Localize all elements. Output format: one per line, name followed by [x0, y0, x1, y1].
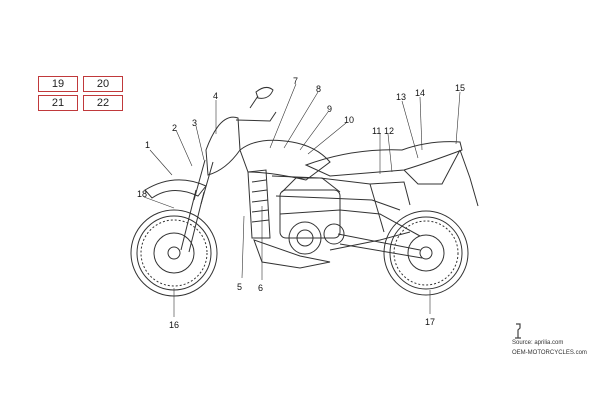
source-text: Source: aprilia.com [512, 340, 564, 346]
legend-box-19: 19 [38, 76, 78, 92]
callout-18: 18 [137, 189, 148, 199]
callout-7: 7 [293, 76, 299, 86]
legend-box-22: 22 [83, 95, 123, 111]
callout-1: 1 [145, 140, 151, 150]
site-text: OEM-MOTORCYCLES.com [512, 350, 587, 356]
callout-16: 16 [169, 320, 180, 330]
callout-14: 14 [415, 88, 426, 98]
callout-6: 6 [258, 283, 264, 293]
callout-15: 15 [455, 83, 466, 93]
callout-4: 4 [213, 91, 219, 101]
front-wheel [130, 209, 218, 297]
callout-9: 9 [327, 104, 333, 114]
callout-12: 12 [384, 126, 395, 136]
callout-5: 5 [237, 282, 243, 292]
source-credit: Source: aprilia.com OEM-MOTORCYCLES.com [512, 322, 600, 357]
callout-13: 13 [396, 92, 407, 102]
callout-11: 11 [372, 126, 382, 136]
callout-17: 17 [425, 317, 436, 327]
callout-2: 2 [172, 123, 178, 133]
leader-lines [143, 83, 461, 317]
callout-8: 8 [316, 84, 322, 94]
callout-10: 10 [344, 115, 355, 125]
legend-box-20: 20 [83, 76, 123, 92]
callout-3: 3 [192, 118, 198, 128]
legend-box-21: 21 [38, 95, 78, 111]
logo-icon [515, 323, 521, 339]
